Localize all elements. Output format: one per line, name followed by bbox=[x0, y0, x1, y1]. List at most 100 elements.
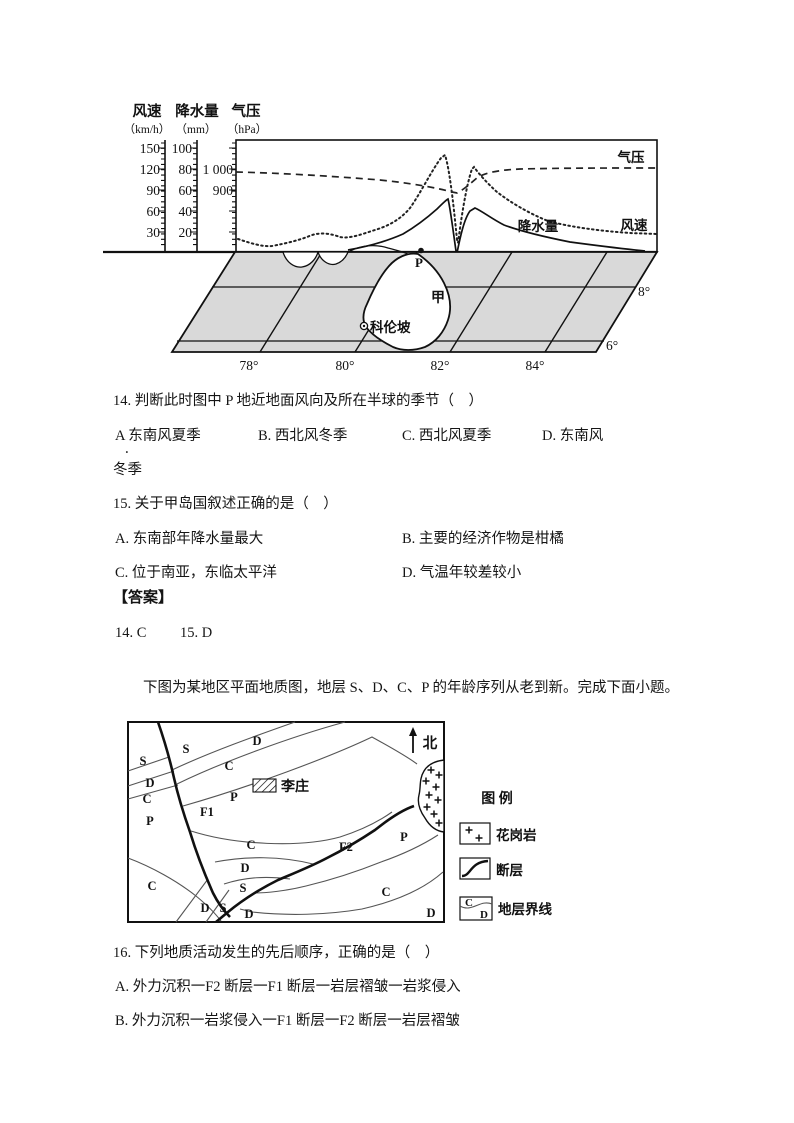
stratum-label: S bbox=[220, 901, 227, 915]
q15-option-a: A. 东南部年降水量最大 bbox=[115, 531, 264, 547]
geo-map-frame bbox=[127, 721, 445, 923]
wind-tick: 30 bbox=[147, 225, 161, 240]
lon-label-82: 82° bbox=[431, 358, 450, 373]
answer-15: 15. D bbox=[180, 625, 213, 641]
stratum-label: P bbox=[230, 790, 238, 804]
point-p-label: P bbox=[415, 255, 423, 270]
stratum-label: C bbox=[147, 879, 156, 893]
question-16-text: 16. 下列地质活动发生的先后顺序，正确的是（ ） bbox=[113, 945, 440, 961]
precip-tick: 100 bbox=[172, 141, 193, 156]
island-outline bbox=[362, 252, 451, 351]
precip-tick: 80 bbox=[179, 162, 193, 177]
granite-body bbox=[417, 759, 445, 833]
precip-tick: 60 bbox=[179, 183, 193, 198]
question-15-text: 15. 关于甲岛国叙述正确的是（ ） bbox=[113, 496, 338, 512]
colombo-label: 科伦坡 bbox=[370, 319, 411, 335]
precip-tick: 20 bbox=[179, 225, 193, 240]
wind-tick: 90 bbox=[147, 183, 161, 198]
fault-f1-line bbox=[156, 721, 231, 918]
precip-curve bbox=[347, 197, 646, 256]
answer-14: 14. C bbox=[115, 625, 147, 641]
stratum-label: D bbox=[244, 907, 253, 921]
q14-option-a: A 东南风夏季 bbox=[115, 428, 201, 444]
meridian-82 bbox=[449, 251, 513, 353]
q14-option-d-wrap: 冬季 bbox=[113, 462, 142, 478]
legend-boundary-label: 地层界线 bbox=[498, 901, 552, 917]
lat-label-8: 8° bbox=[638, 284, 650, 299]
wind-axis-unit: （km/h） bbox=[124, 123, 171, 136]
q14-stray-period: ． bbox=[124, 442, 137, 456]
q14-option-c: C. 西北风夏季 bbox=[402, 428, 492, 444]
stratum-label: P bbox=[146, 814, 154, 828]
legend: 图 例 花岗岩 断层 C D 地层界线 bbox=[459, 790, 552, 921]
stratum-label: S bbox=[240, 881, 247, 895]
q14-option-b: B. 西北风冬季 bbox=[258, 428, 348, 444]
legend-boundary-line bbox=[459, 902, 493, 909]
coastline-wavy bbox=[349, 244, 411, 256]
legend-granite-label: 花岗岩 bbox=[496, 827, 537, 843]
pressure-curve-label: 气压 bbox=[617, 149, 646, 165]
q14-option-d: D. 东南风 bbox=[542, 428, 604, 444]
meridian-84 bbox=[544, 251, 608, 353]
fault-f2-line bbox=[215, 804, 415, 923]
fault-f1-label: F1 bbox=[200, 805, 214, 819]
north-label: 北 bbox=[423, 735, 438, 752]
legend-granite-swatch bbox=[459, 822, 491, 845]
coastline-arc bbox=[282, 251, 319, 268]
stratum-label: D bbox=[240, 861, 249, 875]
coastline-arc bbox=[317, 251, 349, 266]
island-label: 甲 bbox=[431, 290, 445, 306]
lon-label-80: 80° bbox=[336, 358, 355, 373]
stratum-label: P bbox=[400, 830, 408, 844]
q16-option-b: B. 外力沉积一岩浆侵入一F1 断层一F2 断层一岩层褶皱 bbox=[115, 1013, 460, 1029]
geology-intro-text: 下图为某地区平面地质图，地层 S、D、C、P 的年龄序列从老到新。完成下面小题。 bbox=[143, 680, 679, 696]
question-14-text: 14. 判断此时图中 P 地近地面风向及所在半球的季节（ ） bbox=[113, 393, 484, 409]
precip-axis-unit: （mm） bbox=[176, 123, 217, 136]
fault-f2-label: F2 bbox=[339, 840, 353, 854]
village-label: 李庄 bbox=[280, 778, 309, 795]
axis-tick-marks bbox=[158, 142, 236, 246]
stratum-label: C bbox=[381, 885, 390, 899]
stratum-label: C bbox=[224, 759, 233, 773]
granite-plus-symbols bbox=[422, 766, 443, 827]
pressure-axis-unit: （hPa） bbox=[227, 123, 267, 136]
wind-curve bbox=[237, 153, 658, 248]
wind-tick: 120 bbox=[140, 162, 161, 177]
stratum-label: C bbox=[142, 792, 151, 806]
geology-map-figure: 北 李庄 F1 F2 S S D D C C P P C D S C D S D… bbox=[127, 721, 552, 923]
lat-label-6: 6° bbox=[606, 338, 618, 353]
legend-title: 图 例 bbox=[481, 790, 513, 807]
north-arrow-icon bbox=[409, 727, 417, 753]
strata-letters: S S D D C C P P C D S C D S D P C D bbox=[140, 734, 436, 921]
q15-option-c: C. 位于南亚，东临太平洋 bbox=[115, 565, 277, 581]
pressure-axis-title: 气压 bbox=[231, 102, 261, 120]
legend-boundary-sample-bottom: D bbox=[480, 909, 488, 921]
stratum-label: S bbox=[183, 742, 190, 756]
lonlat-map: P 甲 科伦坡 78° 80° 82° 84° 8° 6° bbox=[170, 244, 659, 373]
colombo-marker-dot bbox=[362, 324, 366, 328]
village-hatch-symbol bbox=[252, 778, 277, 793]
stratum-label: S bbox=[140, 754, 147, 768]
wind-curve-label: 风速 bbox=[621, 217, 649, 233]
lon-label-84: 84° bbox=[526, 358, 545, 373]
lon-label-78: 78° bbox=[240, 358, 259, 373]
answer-heading: 【答案】 bbox=[113, 590, 174, 606]
legend-boundary-sample-top: C bbox=[465, 897, 473, 909]
precip-tick: 40 bbox=[179, 204, 193, 219]
stratum-label: C bbox=[246, 838, 255, 852]
q16-option-a: A. 外力沉积一F2 断层一F1 断层一岩层褶皱一岩浆侵入 bbox=[115, 979, 461, 995]
stratum-label: D bbox=[426, 906, 435, 920]
stratum-boundaries bbox=[127, 721, 444, 923]
legend-granite-plus bbox=[465, 826, 483, 842]
weather-chart-figure: 风速 降水量 气压 （km/h） （mm） （hPa） 150 120 90 6… bbox=[103, 102, 659, 373]
wind-tick: 60 bbox=[147, 204, 161, 219]
wind-axis-title: 风速 bbox=[133, 102, 162, 120]
point-p-dot bbox=[418, 247, 424, 254]
pressure-curve bbox=[235, 167, 658, 194]
q15-option-b: B. 主要的经济作物是柑橘 bbox=[402, 531, 564, 547]
stratum-label: D bbox=[145, 776, 154, 790]
wind-tick: 150 bbox=[140, 141, 161, 156]
stratum-label: D bbox=[200, 901, 209, 915]
